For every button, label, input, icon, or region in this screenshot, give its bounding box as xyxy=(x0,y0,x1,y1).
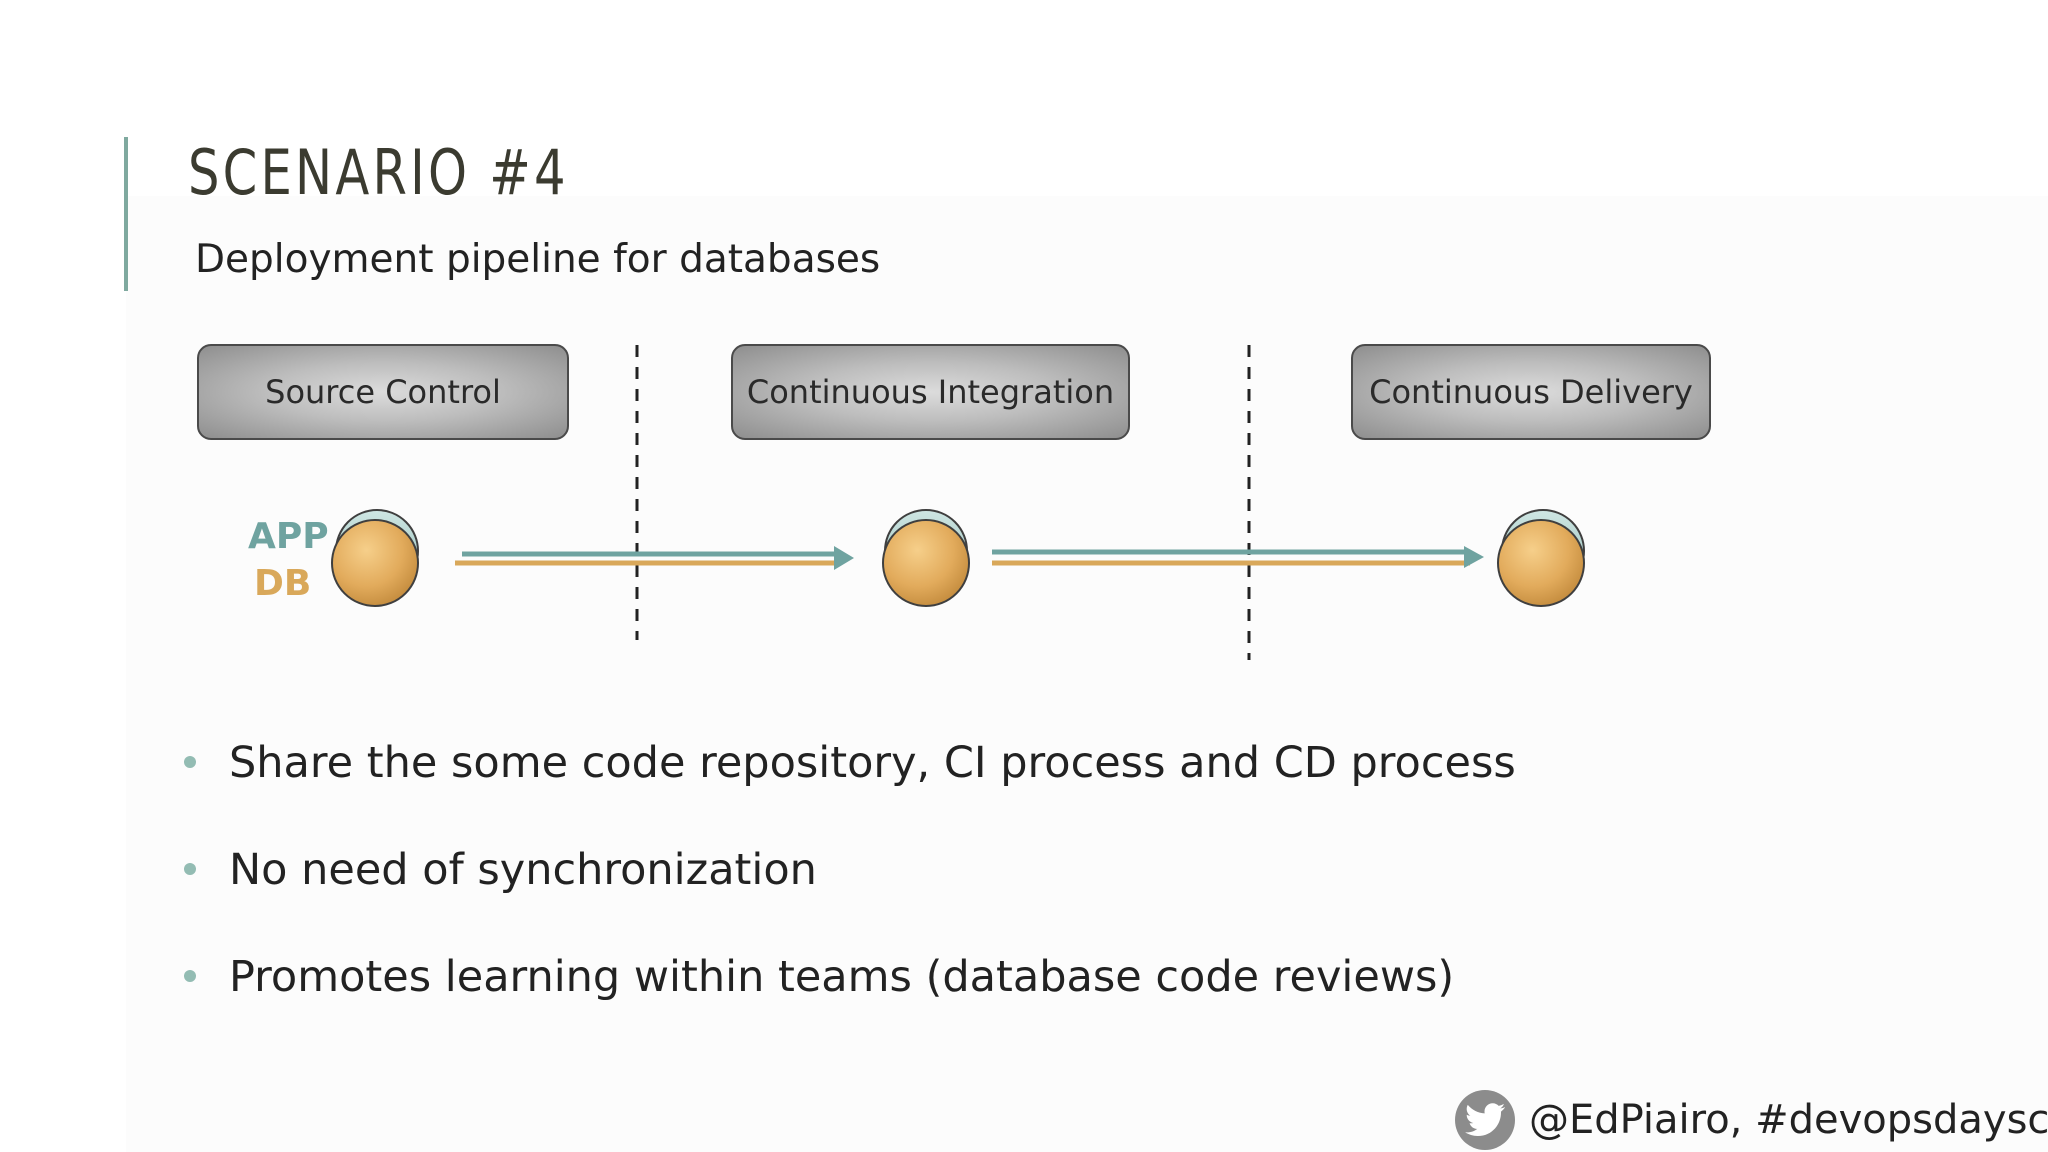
bullet-item: Share the some code repository, CI proce… xyxy=(176,724,1516,831)
bullet-dot xyxy=(184,970,196,982)
bullet-item: Promotes learning within teams (database… xyxy=(176,938,1516,1045)
slide-subtitle: Deployment pipeline for databases xyxy=(195,237,881,282)
stage-continuous-integration: Continuous Integration xyxy=(731,344,1130,440)
twitter-bird-icon xyxy=(1455,1090,1515,1150)
slide-title: SCENARIO #4 xyxy=(188,136,569,209)
footer-twitter-handle: @EdPiairo, #devopsdayscph xyxy=(1455,1090,2048,1150)
bullet-text: Promotes learning within teams (database… xyxy=(229,952,1455,1002)
node-source-control xyxy=(331,509,419,607)
bullet-dot xyxy=(184,756,196,768)
bullet-text: Share the some code repository, CI proce… xyxy=(229,738,1516,788)
node-continuous-delivery xyxy=(1497,509,1585,607)
footer-handle-text: @EdPiairo, #devopsdayscph xyxy=(1529,1097,2048,1143)
bullet-dot xyxy=(184,863,196,875)
legend-db-label: DB xyxy=(254,563,312,604)
legend-app-label: APP xyxy=(248,516,329,557)
bullet-text: No need of synchronization xyxy=(229,845,817,895)
stage-source-control: Source Control xyxy=(197,344,569,440)
bullet-item: No need of synchronization xyxy=(176,831,1516,938)
arrow-source-to-ci xyxy=(455,546,854,570)
bullet-list: Share the some code repository, CI proce… xyxy=(176,724,1516,1045)
node-continuous-integration xyxy=(882,509,970,607)
stage-continuous-delivery: Continuous Delivery xyxy=(1351,344,1711,440)
title-accent-bar xyxy=(124,137,128,291)
arrow-ci-to-cd xyxy=(992,546,1484,568)
